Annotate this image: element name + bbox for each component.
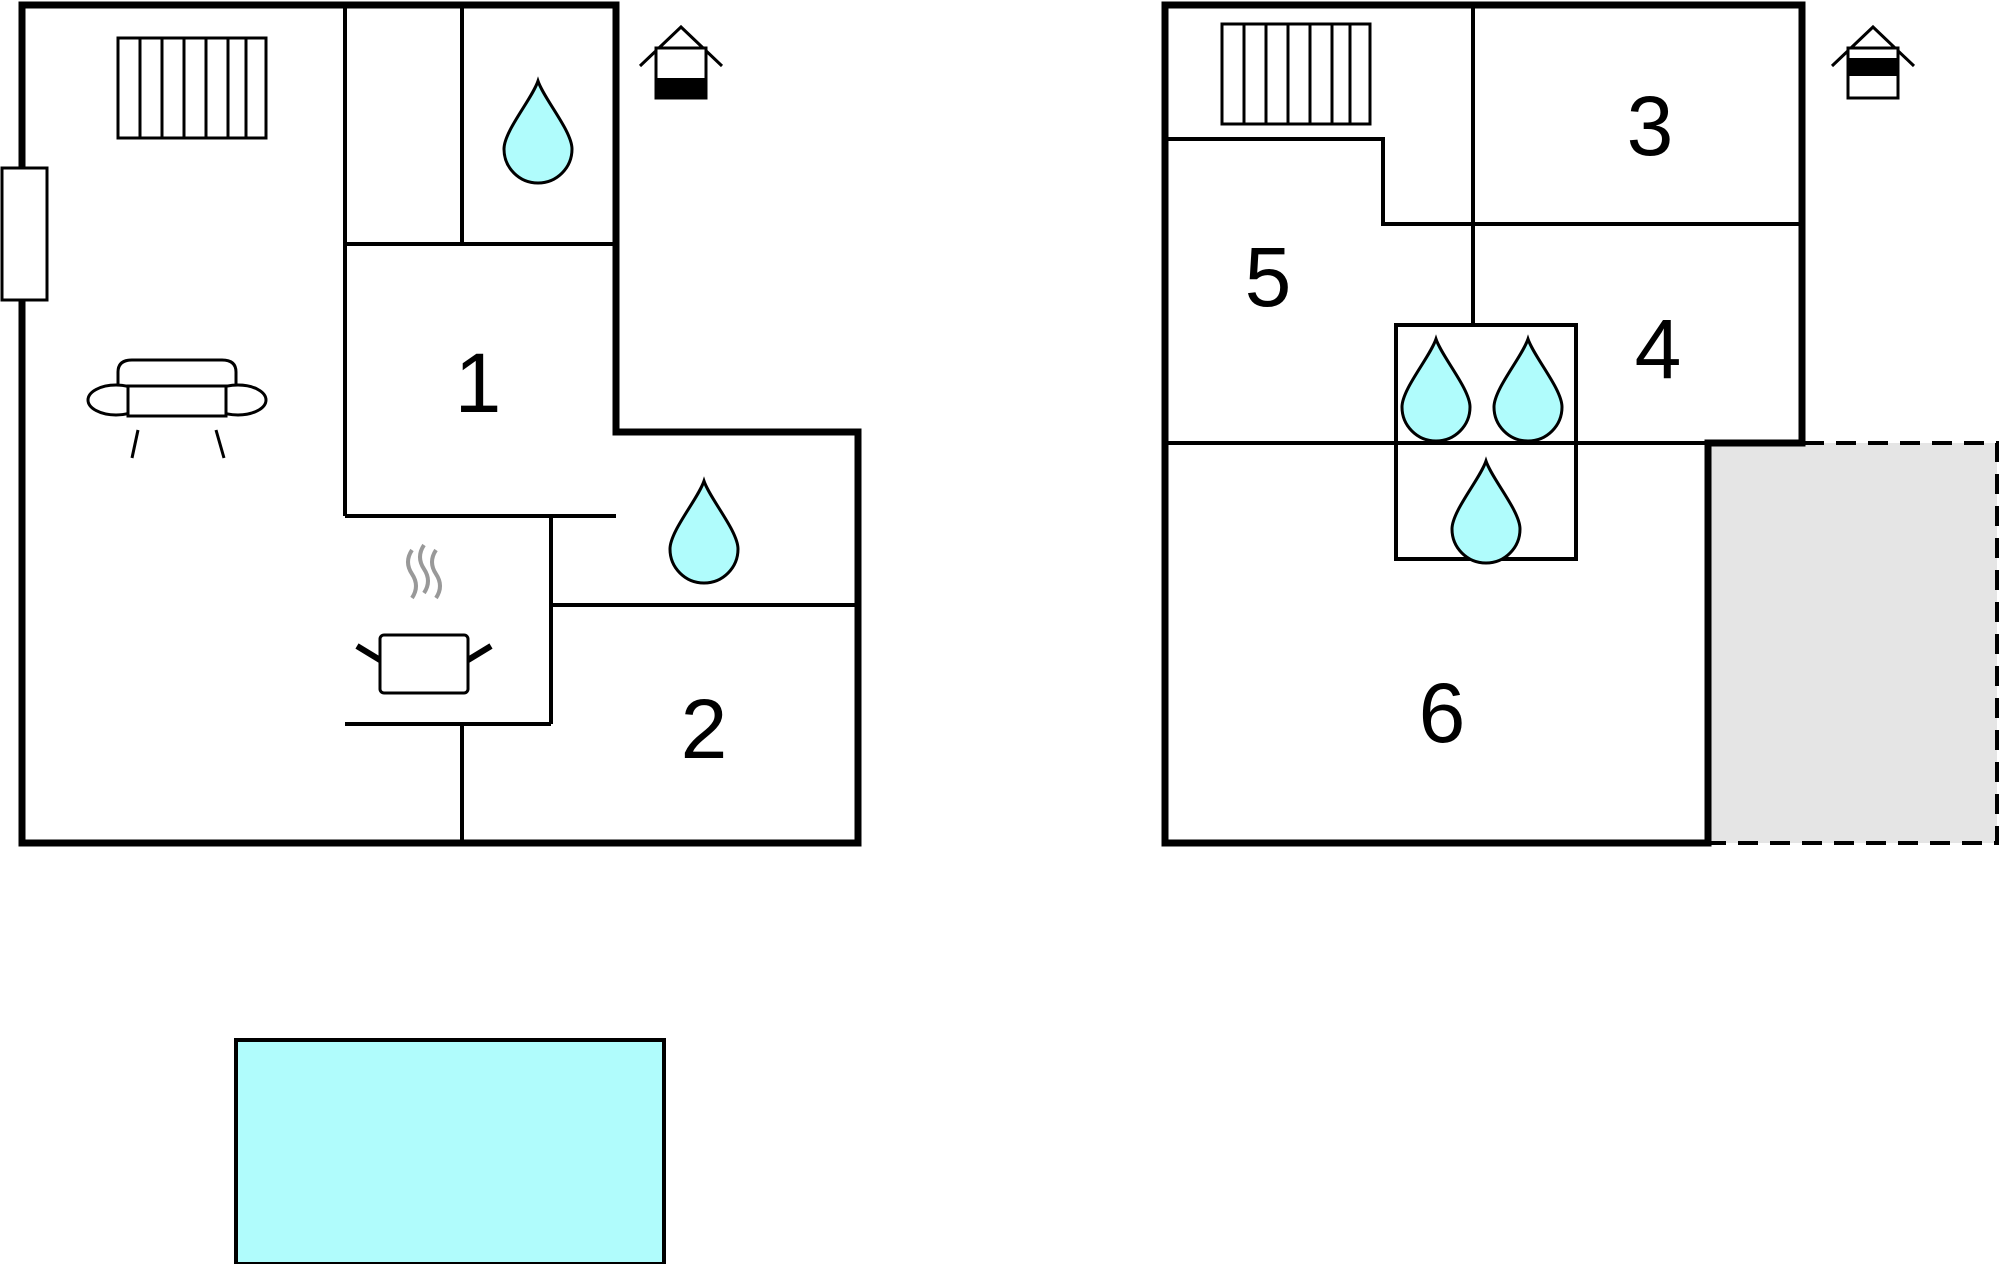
sofa-icon: [86, 358, 268, 459]
room-number-1: 1: [455, 336, 502, 430]
water-drop-icon: [502, 79, 574, 185]
upper-floor: 3 4 5 6: [1161, 1, 1999, 847]
water-drop-icon: [1450, 459, 1522, 565]
room-number-2: 2: [681, 682, 728, 776]
cooking-pot-icon: [355, 543, 493, 695]
room-number-3: 3: [1627, 79, 1674, 173]
house-ground-floor-icon: [638, 24, 724, 100]
water-drop-icon: [668, 479, 740, 585]
stairs-icon: [116, 36, 268, 140]
water-drop-icon: [1492, 337, 1564, 443]
ground-floor: 1 2: [0, 1, 862, 847]
water-drop-icon: [1400, 337, 1472, 443]
stairs-icon: [1220, 22, 1372, 126]
room-number-6: 6: [1419, 666, 1466, 760]
upper-floor-outer-wall: [1161, 1, 1806, 847]
terrace: [1708, 443, 1997, 843]
window: [0, 166, 49, 302]
swimming-pool: [234, 1038, 666, 1264]
terrace-outline: [1708, 441, 1999, 845]
ground-floor-outer-wall: [18, 1, 862, 847]
house-upper-floor-icon: [1830, 24, 1916, 100]
ground-floor-interior-walls: [343, 5, 858, 843]
room-number-4: 4: [1635, 302, 1682, 396]
room-number-5: 5: [1245, 230, 1292, 324]
